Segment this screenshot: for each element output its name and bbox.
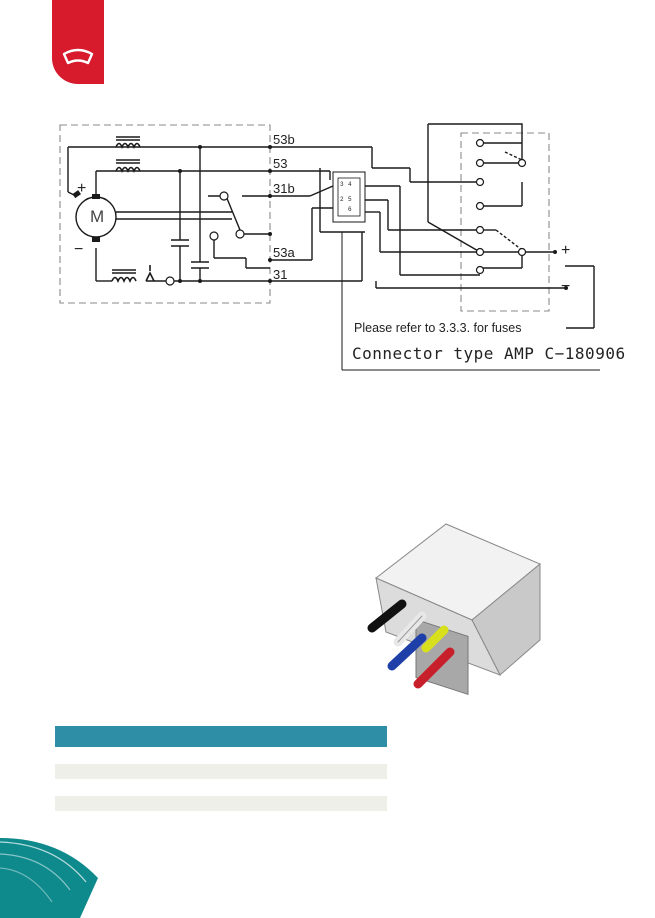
terminal-53a-label: 53a (273, 245, 295, 260)
supply-minus-sign: − (561, 278, 571, 295)
section-tab (52, 0, 104, 84)
wiring-diagram (59, 123, 600, 371)
terminal-31-label: 31 (273, 267, 288, 282)
connector-pin-4: 4 (348, 181, 352, 188)
motor-minus-sign: − (74, 241, 84, 258)
fuse-note: Please refer to 3.3.3. for fuses (354, 321, 522, 335)
terminal-53-label: 53 (273, 156, 288, 171)
supply-plus-sign: + (561, 242, 571, 259)
table-row (55, 747, 387, 762)
connector-type-note: Connector type AMP C−180906 (352, 344, 626, 363)
corner-decoration (0, 838, 98, 918)
table-row (55, 796, 387, 811)
connector-pin-6: 6 (348, 206, 352, 213)
terminal-53b-label: 53b (273, 132, 295, 147)
table-row (55, 779, 387, 794)
motor-plus-sign: + (77, 180, 87, 197)
motor-label: M (90, 207, 105, 226)
wiper-blade-icon (62, 48, 94, 65)
connector-pin-5: 5 (348, 196, 352, 203)
pinout-table (55, 726, 387, 811)
table-header (55, 726, 387, 747)
table-row (55, 764, 387, 779)
connector-pin-3: 3 (340, 181, 344, 188)
connector-pin-2: 2 (340, 196, 344, 203)
terminal-31b-label: 31b (273, 181, 295, 196)
inductor-icon (111, 136, 155, 284)
amp-connector-photo (367, 523, 541, 696)
